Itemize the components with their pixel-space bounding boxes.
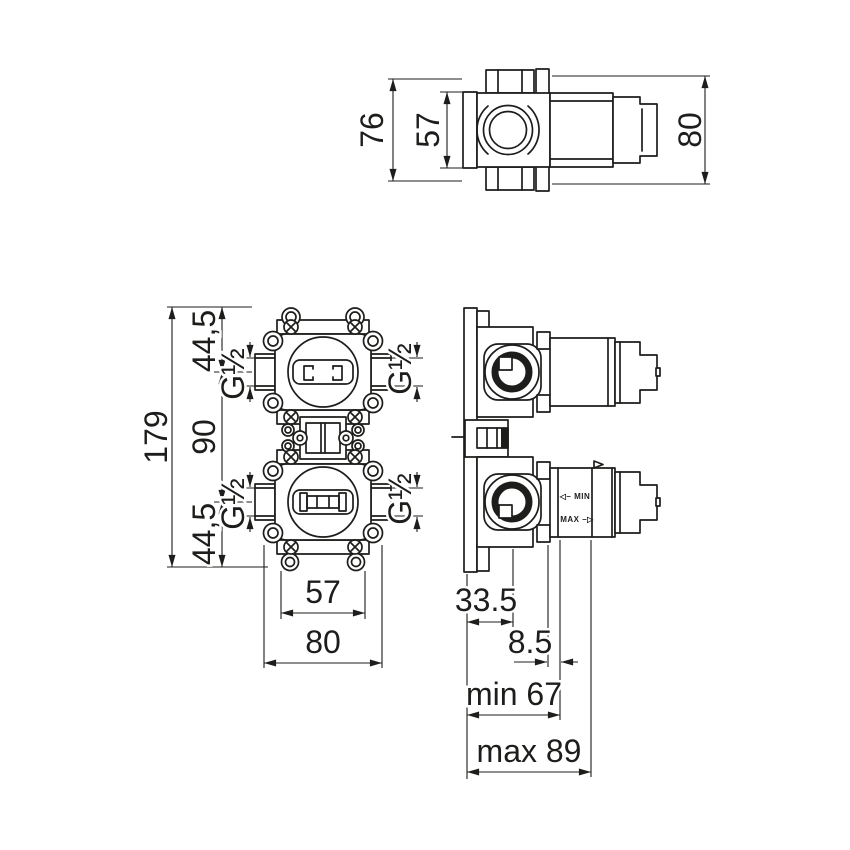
top-view-body [462,68,658,192]
dim-label-80-top: 80 [672,112,708,148]
dim-label-min-67: min 67 [466,676,562,712]
mounting-lugs [262,307,384,572]
front-view-dimensions: 179 44,5 90 44,5 G½ G½ G½ [136,306,423,668]
top-knob [612,96,658,164]
front-view-body [254,307,392,572]
handle-stem-top [614,341,658,404]
thread-label-bottom-right: G½ [382,473,418,525]
dim-label-76: 76 [354,112,390,148]
top-port-circle [482,104,534,156]
dim-label-44-5-top: 44,5 [186,310,222,372]
thread-label-top-left: G½ [215,348,251,400]
side-view-body: ◁– MIN MAX –▷ [451,307,661,573]
dim-label-80-front: 80 [305,624,341,660]
dim-label-57-top: 57 [410,112,446,148]
thread-label-top-right: G½ [382,343,418,395]
inlet-port-left-bottom [254,483,276,521]
dim-label-8-5: 8.5 [508,624,552,660]
inlet-port-left-top [254,353,276,391]
side-view: ◁– MIN MAX –▷ 33.5 8.5 min 67 max 89 [451,307,661,779]
cartridge-top [549,337,616,407]
top-view: 76 57 80 [352,68,711,192]
cartridge-bottom [549,467,616,538]
thread-label-bottom-left: G½ [215,478,251,530]
dim-label-44-5-bottom: 44,5 [186,503,222,565]
marking-min: ◁– MIN [559,492,591,501]
dim-label-90: 90 [186,419,222,455]
side-view-dimensions: 33.5 8.5 min 67 max 89 [452,540,592,779]
dim-label-179: 179 [138,410,174,463]
top-view-dimensions: 76 57 80 [352,75,711,185]
dim-label-57-front: 57 [305,574,341,610]
fixing-screws [283,319,363,555]
limit-flag [593,460,604,469]
front-view: 179 44,5 90 44,5 G½ G½ G½ [136,306,423,668]
dim-label-max-89: max 89 [477,733,582,769]
handle-stem-bottom [614,471,658,534]
marking-max: MAX –▷ [560,515,594,524]
dim-label-33-5: 33.5 [455,582,517,618]
